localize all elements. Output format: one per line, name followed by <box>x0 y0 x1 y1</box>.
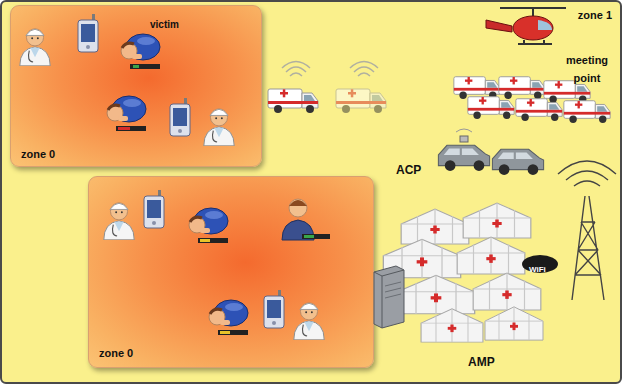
zone-label-holder: zone 0 <box>21 144 55 162</box>
wifi-logo: WiFi <box>529 265 546 274</box>
zone-region: zone 0 <box>10 5 262 167</box>
zone-label: zone 1 <box>578 9 612 21</box>
injured-person <box>282 199 330 240</box>
label-holder: ACP <box>396 160 421 178</box>
helicopter <box>486 8 566 44</box>
zone-label: zone 0 <box>99 347 133 359</box>
label-holder: WiFi <box>529 258 546 276</box>
label-holder: AMP <box>468 352 495 370</box>
beacon <box>456 129 472 142</box>
place-label: meeting point <box>566 54 608 84</box>
victim-label: victim <box>150 19 179 30</box>
zone-label-holder: zone 0 <box>99 343 133 361</box>
antenna-tower <box>558 161 616 300</box>
zone-label-holder: zone 1 <box>578 5 612 23</box>
zone-label: zone 0 <box>21 148 55 160</box>
label-holder: victim <box>150 14 179 32</box>
wifi-badge <box>522 255 558 273</box>
server <box>374 266 404 328</box>
zone-region: zone 0 <box>88 176 374 368</box>
label-holder: meeting point <box>556 50 618 86</box>
place-label: ACP <box>396 163 421 177</box>
place-label: AMP <box>468 355 495 369</box>
